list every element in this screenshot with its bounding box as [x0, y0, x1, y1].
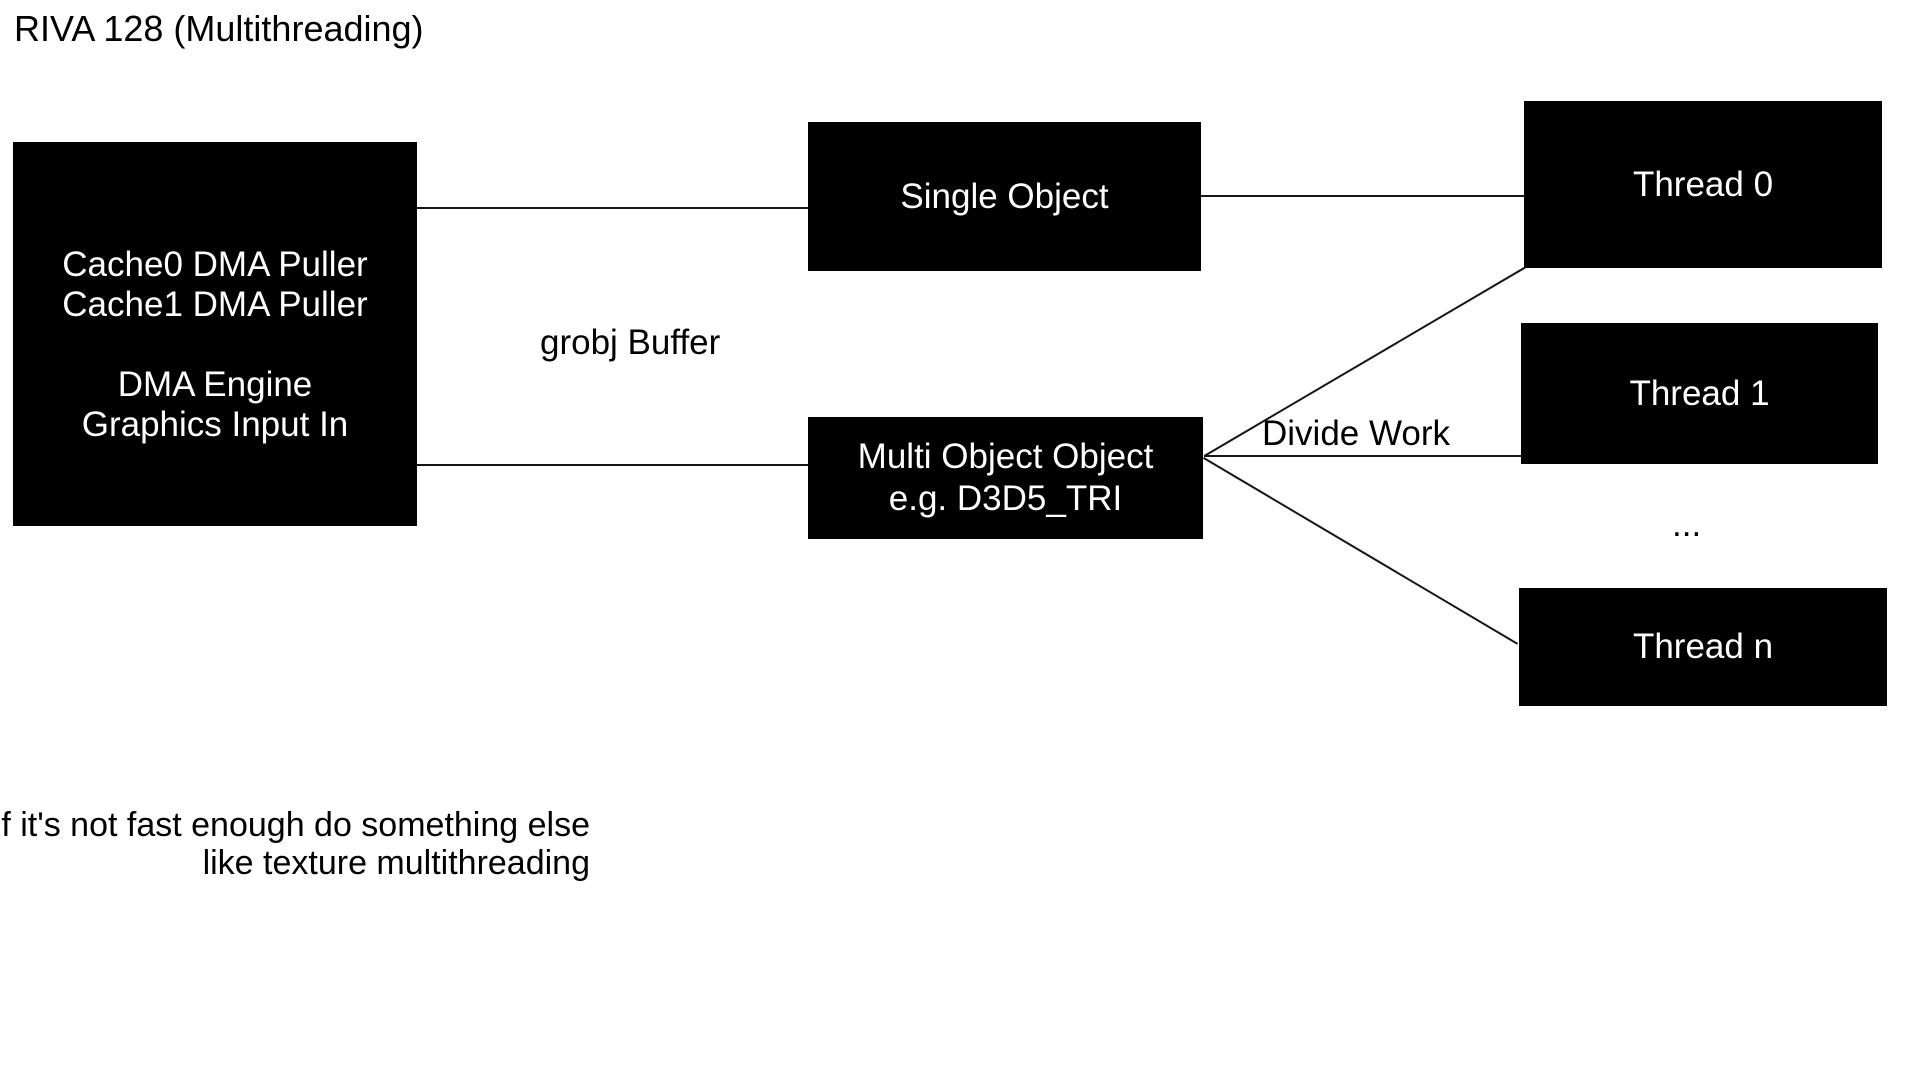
node-dma-puller-line1: Cache0 DMA Puller [62, 245, 368, 284]
label-divide-work: Divide Work [1262, 414, 1451, 453]
label-grobj-buffer: grobj Buffer [540, 323, 721, 362]
node-thread-n-label: Thread n [1632, 627, 1774, 666]
node-thread-n: Thread n [1519, 588, 1887, 706]
node-dma-puller: Cache0 DMA Puller Cache1 DMA Puller DMA … [13, 142, 417, 526]
diagram-title: RIVA 128 (Multithreading) [14, 8, 424, 49]
node-multi-object-line1: Multi Object Object [857, 437, 1154, 476]
label-thread-ellipsis: ... [1672, 505, 1702, 544]
connector-multi-to-thread1 [1204, 455, 1521, 457]
connector-dma-to-single [417, 207, 808, 209]
connector-multi-to-threadn [1202, 457, 1519, 645]
node-single-object-label: Single Object [900, 176, 1109, 216]
node-multi-object-line2: e.g. D3D5_TRI [888, 479, 1123, 518]
node-thread-1-label: Thread 1 [1629, 373, 1770, 413]
node-thread-0-label: Thread 0 [1632, 164, 1774, 204]
node-dma-puller-line4: DMA Engine [117, 365, 313, 404]
node-dma-puller-line2: Cache1 DMA Puller [62, 285, 368, 324]
note-annotation-line1: If it's not fast enough do something els… [0, 806, 590, 844]
note-annotation: If it's not fast enough do something els… [0, 806, 590, 882]
node-thread-0: Thread 0 [1524, 101, 1882, 268]
node-dma-puller-line5: Graphics Input In [81, 405, 349, 444]
node-thread-1: Thread 1 [1521, 323, 1878, 464]
connector-dma-to-multi [417, 464, 808, 466]
connector-single-to-thread0 [1201, 195, 1524, 197]
note-annotation-line2: like texture multithreading [202, 844, 590, 882]
node-multi-object: Multi Object Object e.g. D3D5_TRI [808, 417, 1203, 539]
node-single-object: Single Object [808, 122, 1201, 271]
